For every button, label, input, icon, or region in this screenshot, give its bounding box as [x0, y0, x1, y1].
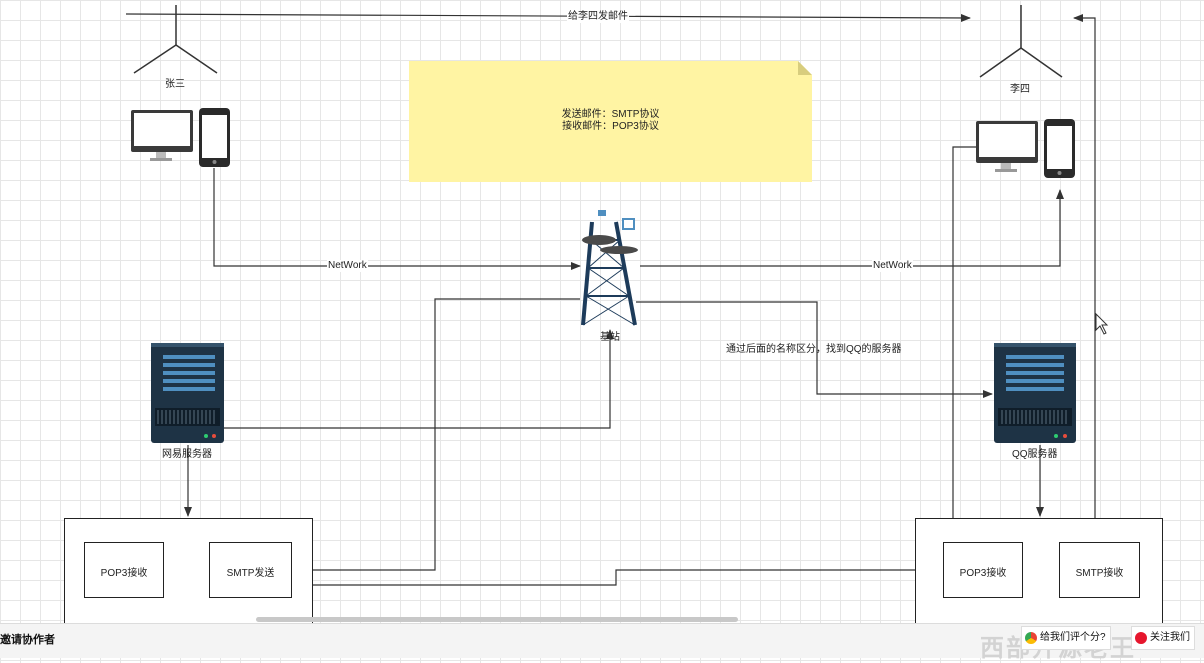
left-pop3-label: POP3接收 [100, 568, 148, 579]
note-line-1: 发送邮件：SMTP协议 [561, 109, 660, 120]
edge-tower-to-left-smtp[interactable] [291, 298, 580, 574]
edge-tower-to-qq-server[interactable] [636, 301, 993, 398]
mouse-cursor-icon [1095, 312, 1109, 335]
desktop-right-icon[interactable] [976, 121, 1038, 172]
tower-label: 基站 [600, 332, 620, 343]
edge-netease-server-to-tower[interactable] [224, 329, 614, 429]
base-station-tower-icon[interactable] [581, 210, 638, 326]
network-right-label: NetWork [872, 260, 913, 272]
server-left-label: 网易服务器 [162, 449, 212, 460]
edge-right-smtp-to-lisi[interactable] [1073, 14, 1096, 600]
left-smtp-box[interactable]: SMTP发送 [209, 542, 292, 598]
server-right-label: QQ服务器 [1012, 449, 1058, 460]
horizontal-scrollbar[interactable] [256, 617, 738, 622]
find-qq-server-label: 通过后面的名称区分，找到QQ的服务器 [726, 344, 902, 355]
person-left-label: 张三 [165, 79, 185, 90]
weibo-icon [1135, 632, 1147, 644]
edge-send-to-lisi[interactable] [125, 13, 971, 22]
edge-label-send-to-lisi: 给李四发邮件 [567, 11, 629, 23]
desktop-left-icon[interactable] [131, 110, 193, 161]
invite-collaborator-link[interactable]: 邀请协作者 [0, 634, 55, 646]
right-smtp-box[interactable]: SMTP接收 [1059, 542, 1140, 598]
rate-icon [1025, 632, 1037, 644]
follow-us-label: 关注我们 [1150, 632, 1190, 643]
edge-tower-to-lisi-phone[interactable] [640, 189, 1064, 267]
right-pop3-box[interactable]: POP3接收 [943, 542, 1023, 598]
network-left-label: NetWork [327, 260, 368, 272]
person-lisi-icon[interactable] [979, 5, 1063, 78]
right-pop3-label: POP3接收 [959, 568, 1007, 579]
edge-lisi-desktop-to-pop3[interactable] [952, 146, 988, 541]
server-qq-icon[interactable] [994, 343, 1076, 443]
phone-right-icon[interactable] [1044, 119, 1075, 178]
edge-phone-to-tower[interactable] [213, 168, 581, 270]
person-zhangsan-icon[interactable] [133, 5, 218, 74]
bottom-toolbar [0, 623, 1204, 658]
edge-left-smtp-to-right-pop3[interactable] [290, 566, 942, 586]
rate-us-button[interactable]: 给我们评个分? [1021, 626, 1111, 650]
follow-us-button[interactable]: 关注我们 [1131, 626, 1195, 650]
rate-us-label: 给我们评个分? [1040, 632, 1106, 643]
person-right-label: 李四 [1010, 84, 1030, 95]
phone-left-icon[interactable] [199, 108, 230, 167]
left-smtp-label: SMTP发送 [226, 568, 275, 579]
right-smtp-label: SMTP接收 [1075, 568, 1124, 579]
note-text: 发送邮件：SMTP协议 接收邮件：POP3协议 [409, 109, 812, 133]
left-pop3-box[interactable]: POP3接收 [84, 542, 164, 598]
note-line-2: 接收邮件：POP3协议 [562, 121, 659, 132]
note-sticky[interactable] [409, 61, 812, 182]
server-netease-icon[interactable] [151, 343, 224, 443]
